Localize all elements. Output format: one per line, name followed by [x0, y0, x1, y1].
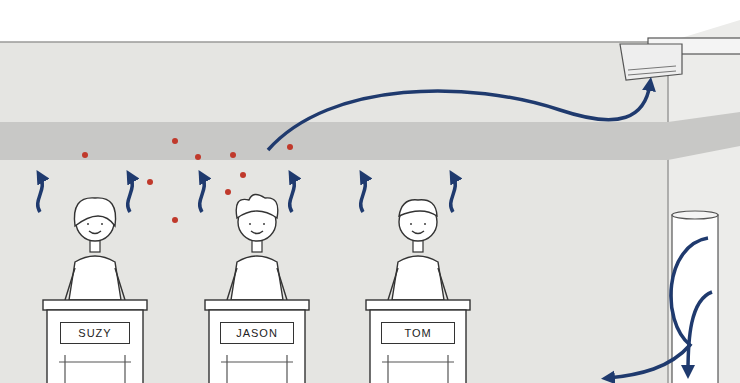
chair-legs: [382, 355, 454, 383]
student-body: [69, 256, 121, 300]
rising-air-arrow: [200, 176, 205, 212]
desk-front: [209, 310, 305, 383]
aerosol-particle: [230, 152, 236, 158]
rising-air-arrow: [361, 176, 366, 212]
rising-air-arrow: [451, 176, 456, 212]
rising-air-arrow: [38, 176, 43, 212]
student-body: [231, 256, 283, 300]
name-plate: TOM: [381, 322, 455, 344]
desk-top: [43, 300, 147, 310]
desk-top: [366, 300, 470, 310]
student-arms: [65, 268, 125, 300]
back-wall: [0, 42, 668, 383]
student-name: TOM: [404, 328, 431, 339]
wall-unit-top: [672, 211, 718, 219]
student-face: [250, 223, 264, 234]
student-hair: [399, 200, 437, 216]
aerosol-particle: [287, 144, 293, 150]
student-face: [411, 223, 425, 234]
student-arms: [227, 268, 287, 300]
aerosol-particle: [195, 154, 201, 160]
student-figure: [200, 176, 309, 383]
rising-air-arrow: [290, 176, 295, 212]
desk-front: [47, 310, 143, 383]
desk-top: [205, 300, 309, 310]
rising-air-arrow: [128, 176, 133, 212]
student-figure: [361, 176, 470, 383]
aerosol-particle: [147, 179, 153, 185]
wall-edge: [667, 42, 669, 383]
chair-legs: [221, 355, 293, 383]
supply-air-arrow: [688, 292, 712, 372]
wall-air-unit: [672, 215, 718, 383]
desk-front: [370, 310, 466, 383]
chair-legs: [59, 355, 131, 383]
vent-grille: [628, 66, 676, 75]
student-name: SUZY: [78, 328, 111, 339]
student-body: [392, 256, 444, 300]
student-name: JASON: [236, 328, 278, 339]
aerosol-particle: [172, 138, 178, 144]
aerosol-particle: [172, 217, 178, 223]
student-hair: [236, 194, 278, 218]
stratified-air-band: [0, 112, 740, 160]
student-arms: [388, 268, 448, 300]
aerosol-particle: [225, 189, 231, 195]
exhaust-flow-arrow: [268, 84, 650, 150]
exhaust-vent: [620, 44, 682, 80]
name-plate: SUZY: [60, 322, 130, 344]
name-plate: JASON: [220, 322, 294, 344]
ceiling-edge: [0, 41, 668, 43]
student-hair: [74, 198, 115, 226]
ceiling-strip: [0, 0, 740, 42]
student-face: [88, 223, 102, 234]
aerosol-particle: [240, 172, 246, 178]
student-figure: [38, 176, 147, 383]
supply-air-arrow: [608, 238, 708, 378]
aerosol-particle: [82, 152, 88, 158]
